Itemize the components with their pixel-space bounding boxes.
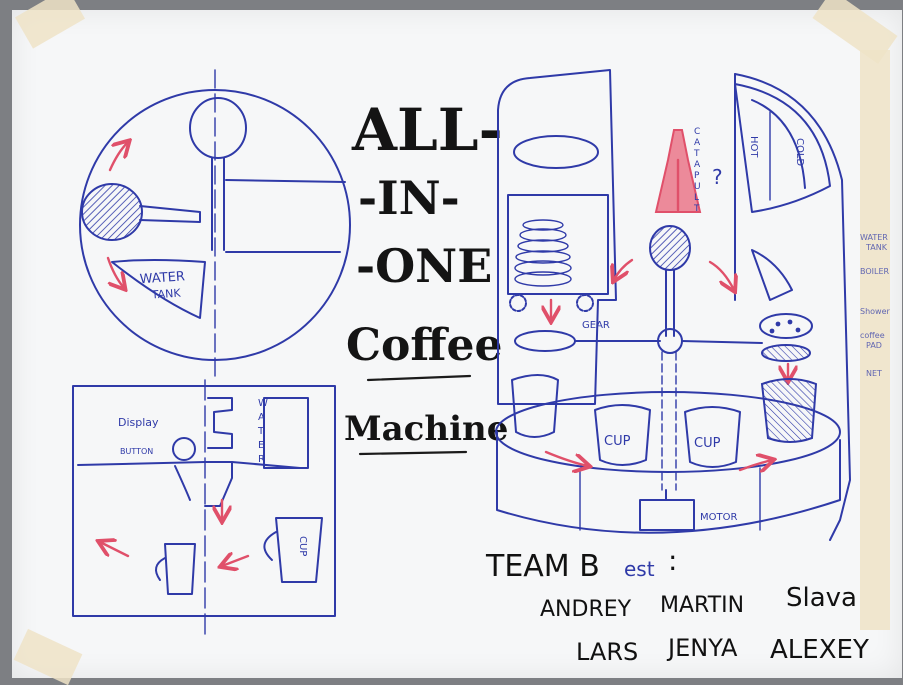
net-filter bbox=[761, 344, 811, 362]
legend-net: NET bbox=[866, 369, 882, 378]
rotation-arrow-top bbox=[108, 142, 128, 172]
team-block: TEAM B est : ANDREY MARTIN Slava LARS JE… bbox=[485, 544, 869, 666]
left-cup bbox=[164, 543, 196, 595]
paper-sheet bbox=[12, 10, 902, 678]
hot-cold-dial bbox=[734, 83, 831, 213]
water-vertical-label: W A T E R bbox=[257, 398, 268, 465]
cup-label-front: CUP bbox=[297, 536, 308, 556]
legend-boiler: BOILER bbox=[860, 267, 890, 276]
svg-text:T: T bbox=[257, 426, 265, 437]
gear-right bbox=[576, 294, 594, 312]
cup-label-1: CUP bbox=[604, 434, 631, 449]
question-mark: ? bbox=[712, 165, 723, 189]
top-view-diagram bbox=[79, 69, 351, 381]
cup-1 bbox=[511, 374, 559, 438]
spoon-handle bbox=[139, 205, 201, 223]
motor-box bbox=[639, 499, 695, 531]
display-label: Display bbox=[118, 416, 159, 429]
team-heading-suffix: est bbox=[624, 557, 655, 581]
svg-text:A: A bbox=[258, 412, 265, 423]
coffee-spoon-head bbox=[81, 183, 143, 241]
center-spoon-head bbox=[649, 225, 691, 271]
title-line-1: ALL- bbox=[351, 96, 503, 164]
legend-water-tank-2: TANK bbox=[865, 243, 888, 252]
svg-text:P: P bbox=[694, 171, 700, 181]
title-line-4: Coffee bbox=[346, 320, 502, 371]
svg-text:T: T bbox=[693, 204, 700, 214]
top-hole bbox=[189, 97, 247, 159]
legend-water-tank-1: WATER bbox=[860, 233, 888, 242]
member-lars: LARS bbox=[576, 638, 638, 666]
title-line-2: -IN- bbox=[358, 171, 460, 225]
svg-text:W: W bbox=[258, 398, 268, 409]
svg-text:C: C bbox=[694, 127, 700, 137]
member-martin: MARTIN bbox=[660, 593, 744, 618]
legend-shower: Shower bbox=[860, 307, 891, 316]
machine-drawing bbox=[495, 69, 851, 541]
member-andrey: ANDREY bbox=[540, 597, 632, 622]
coffee-pad bbox=[759, 313, 813, 339]
cup-4-filled bbox=[760, 378, 818, 443]
center-hub bbox=[657, 328, 683, 354]
heating-coil bbox=[514, 219, 572, 287]
boiler-compartment bbox=[507, 194, 609, 295]
front-view-diagram bbox=[72, 379, 336, 641]
legend-coffee: coffee bbox=[860, 331, 885, 340]
title-line-3: -ONE bbox=[356, 239, 492, 293]
machine-top-opening bbox=[513, 135, 599, 169]
gear-left bbox=[509, 294, 527, 312]
legend-pad: PAD bbox=[866, 341, 882, 350]
rotation-arrow-bottom bbox=[106, 256, 124, 288]
button-label: BUTTON bbox=[120, 447, 153, 456]
cup-label-2: CUP bbox=[694, 436, 721, 451]
svg-text:R: R bbox=[258, 454, 265, 465]
title-underline-1 bbox=[366, 374, 472, 382]
gear-label: GEAR bbox=[582, 320, 610, 331]
water-tank-shape bbox=[111, 259, 206, 319]
machine-left-wall bbox=[497, 69, 617, 405]
team-heading-prefix: TEAM B bbox=[485, 549, 600, 584]
button-circle bbox=[172, 437, 196, 461]
cold-label: COLD bbox=[794, 138, 805, 166]
catapult-label: C A T A P U L T bbox=[693, 127, 701, 214]
front-view-frame bbox=[72, 385, 336, 617]
member-slava: Slava bbox=[786, 583, 857, 613]
motor-label: MOTOR bbox=[700, 512, 737, 523]
dispenser-funnel bbox=[204, 461, 233, 507]
team-heading-colon: : bbox=[668, 544, 677, 577]
water-tank-label-1: WATER bbox=[139, 269, 185, 287]
hot-label: HOT bbox=[748, 136, 759, 158]
svg-text:T: T bbox=[693, 149, 700, 159]
title-line-5: Machine bbox=[344, 409, 508, 449]
front-shelf-left bbox=[77, 461, 206, 466]
member-jenya: JENYA bbox=[666, 634, 738, 662]
member-alexey: ALEXEY bbox=[770, 635, 869, 665]
svg-text:L: L bbox=[694, 193, 699, 203]
left-arm-spoon bbox=[514, 330, 576, 352]
cup-2 bbox=[594, 404, 651, 466]
side-legend: WATER TANK BOILER Shower coffee PAD NET bbox=[860, 233, 891, 378]
cup-3 bbox=[684, 406, 741, 468]
svg-text:A: A bbox=[694, 160, 701, 170]
tape-right-edge bbox=[860, 50, 890, 630]
water-tank-label-2: TANK bbox=[150, 287, 181, 302]
right-cup bbox=[275, 517, 323, 583]
water-reservoir bbox=[263, 397, 309, 469]
machine-right-wall bbox=[734, 73, 851, 541]
pipe-zigzag bbox=[207, 397, 233, 449]
carousel-base bbox=[496, 431, 841, 534]
svg-text:E: E bbox=[258, 440, 264, 451]
svg-text:U: U bbox=[694, 182, 701, 192]
shower-head bbox=[751, 249, 793, 301]
title-underline-2 bbox=[358, 450, 468, 456]
svg-text:A: A bbox=[694, 138, 701, 148]
